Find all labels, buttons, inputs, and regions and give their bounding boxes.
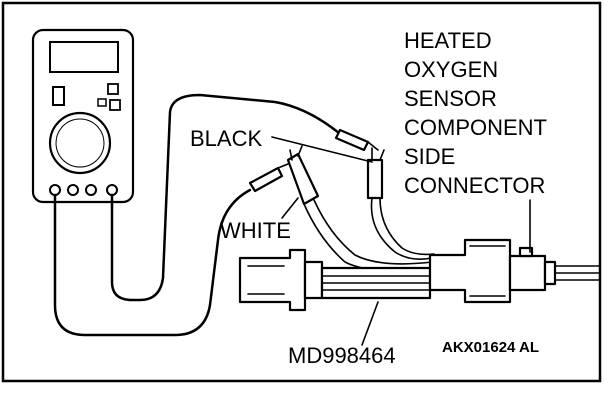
diagram-frame	[1, 1, 602, 383]
harness-wire-2	[313, 199, 433, 265]
black-alligator-clip	[366, 147, 385, 200]
harness-wire-3	[370, 197, 433, 260]
component-side-connector	[508, 246, 601, 292]
harness-left-connector	[238, 248, 307, 312]
white-probe	[248, 163, 289, 193]
black-label: BLACK	[190, 126, 262, 151]
harness-wire-4	[379, 197, 435, 256]
probe-jack-2	[67, 184, 79, 196]
figure-code-label: AKX01624 AL	[442, 339, 539, 356]
black-lead-wire	[110, 93, 347, 302]
harness-right-connector	[428, 238, 512, 304]
white-label: WHITE	[220, 218, 291, 243]
multimeter-display	[49, 41, 119, 73]
test-harness	[238, 238, 512, 312]
sensor-label-line-3: SENSOR	[404, 86, 497, 111]
white-lead-wire	[53, 188, 252, 337]
harness-wire-1	[303, 203, 431, 273]
mode-button-1	[107, 83, 119, 95]
sensor-label-line-5: SIDE	[404, 144, 455, 169]
probe-jack-1	[49, 184, 61, 196]
rotary-dial	[48, 111, 112, 175]
sensor-label-line-1: HEATED	[404, 28, 492, 53]
probe-jack-3	[85, 184, 97, 196]
tool-leader-line	[361, 301, 379, 346]
white-leader-line	[281, 197, 299, 219]
dial-center	[55, 118, 105, 168]
multimeter	[31, 28, 135, 204]
probe-jack-4	[106, 184, 118, 196]
mode-indicator-left	[52, 86, 65, 106]
tool-number-label: MD998464	[288, 343, 396, 368]
black-leader-line	[271, 136, 373, 163]
sensor-label-line-6: CONNECTOR	[404, 173, 545, 198]
white-alligator-clip	[286, 145, 320, 206]
mode-button-3	[97, 98, 107, 107]
sensor-label-line-2: OXYGEN	[404, 57, 498, 82]
black-probe	[334, 128, 379, 152]
mode-button-2	[109, 99, 121, 111]
sensor-label-line-4: COMPONENT	[404, 115, 547, 140]
